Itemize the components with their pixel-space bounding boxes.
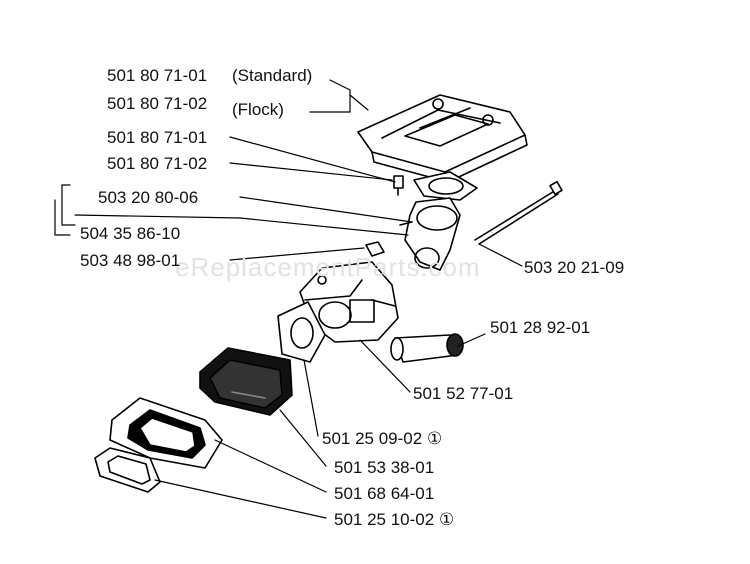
footnote-mark-icon: ① (426, 429, 443, 448)
label-intake-manifold: 501 53 38-01 (334, 458, 435, 477)
label-air-filter-standard-note: (Standard) (232, 66, 313, 85)
watermark: eReplacementParts.com (175, 252, 481, 282)
label-screw-2: 501 80 71-02 (107, 154, 208, 173)
label-spacer: 501 68 64-01 (334, 484, 435, 503)
intake-manifold (199, 347, 293, 416)
label-carburetor: 501 52 77-01 (413, 384, 514, 403)
leader-lines (54, 79, 523, 519)
upper-gasket (277, 301, 326, 363)
footnote-mark-icon: ① (438, 510, 455, 529)
label-gasket-upper: 501 25 09-02 (322, 429, 423, 448)
carburetor (299, 261, 399, 343)
label-gasket-lower-row: 501 25 10-02 ① (334, 510, 454, 530)
label-air-filter-flock-note: (Flock) (232, 100, 284, 119)
label-air-filter-flock-number: 501 80 71-02 (107, 94, 208, 113)
label-nut: 503 48 98-01 (80, 251, 181, 270)
rod (474, 180, 563, 245)
label-fuel-filter: 501 28 92-01 (490, 318, 591, 337)
label-intake-adapter: 503 20 80-06 (98, 188, 199, 207)
intake-adapter (399, 197, 461, 271)
screw (393, 175, 404, 196)
filter-gasket (413, 171, 478, 201)
label-rod: 503 20 21-09 (524, 258, 625, 277)
label-screw-1: 501 80 71-01 (107, 128, 208, 147)
label-gasket-upper-row: 501 25 09-02 ① (322, 429, 442, 449)
label-intake-kit: 504 35 86-10 (80, 224, 181, 243)
fuel-filter (390, 333, 464, 363)
air-filter-cover (357, 94, 528, 183)
spacer (109, 397, 223, 469)
nut (365, 241, 385, 257)
label-air-filter-standard-number: 501 80 71-01 (107, 66, 208, 85)
lower-gasket (94, 447, 161, 493)
label-gasket-lower: 501 25 10-02 (334, 510, 435, 529)
